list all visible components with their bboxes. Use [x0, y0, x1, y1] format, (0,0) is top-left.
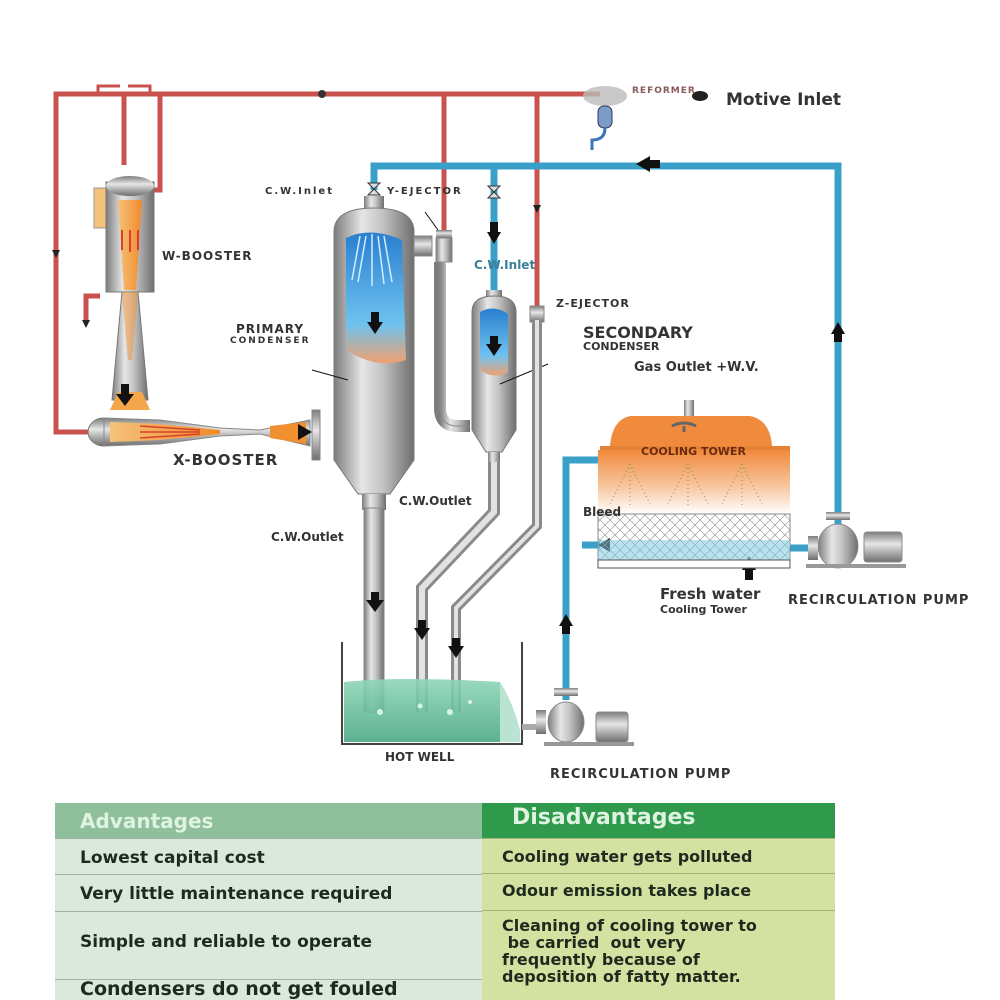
- y-ejector-label: Y-EJECTOR: [387, 186, 463, 197]
- flow-arrow-icon: [116, 394, 134, 406]
- steam-pipes: [53, 84, 600, 435]
- steam-header-pipe: [53, 91, 600, 435]
- reformer-unit: [583, 86, 708, 150]
- cooling-tower-label: COOLING TOWER: [641, 445, 746, 458]
- x-booster-label: X-BOOSTER: [173, 451, 279, 469]
- cooling-tower: [597, 400, 791, 569]
- valve-icon: [486, 185, 502, 199]
- recirculation-pump-bottom-label: RECIRCULATION PUMP: [550, 767, 732, 782]
- flow-arrow-icon: [52, 250, 60, 258]
- flow-arrow-icon: [414, 628, 430, 640]
- secondary-condenser-title: SECONDARY: [583, 323, 693, 342]
- disadvantage-text: frequently because of: [502, 950, 700, 969]
- z-ejector-label: Z-EJECTOR: [556, 297, 630, 310]
- advantage-row: Very little maintenance required: [55, 874, 482, 911]
- flow-arrow-icon: [533, 205, 541, 213]
- fresh-water-sub-label: Cooling Tower: [660, 603, 747, 616]
- w-booster-label: W-BOOSTER: [162, 249, 253, 263]
- cw-outlet-pipes: [416, 320, 542, 712]
- w-booster: [93, 176, 155, 410]
- advantage-text: Very little maintenance required: [80, 884, 393, 904]
- w-booster-drain: [83, 293, 100, 322]
- disadvantage-text: Cleaning of cooling tower to: [502, 916, 757, 935]
- primary-condenser: [333, 196, 433, 713]
- recirculation-pump-right: [806, 512, 906, 569]
- flow-arrow-icon: [82, 320, 90, 328]
- advantage-row: Condensers do not get fouled: [55, 978, 482, 1000]
- advantages-header: Advantages: [55, 803, 482, 838]
- disadvantage-text: Odour emission takes place: [502, 881, 752, 900]
- flow-arrow-icon: [487, 232, 501, 244]
- recirculation-pump-bottom: [522, 688, 634, 746]
- primary-condenser-title: PRIMARY: [236, 322, 305, 336]
- valve-icons: [366, 182, 502, 199]
- primary-condenser-sub: CONDENSER: [230, 336, 311, 346]
- hot-well: [341, 642, 523, 745]
- flow-arrow-icon: [636, 156, 650, 172]
- advantages-header-text: Advantages: [80, 809, 214, 833]
- hot-well-label: HOT WELL: [385, 750, 455, 764]
- disadvantages-header-text: Disadvantages: [512, 805, 696, 830]
- cw-outlet-primary-label: C.W.Outlet: [271, 530, 344, 544]
- disadvantages-column: Disadvantages Cooling water gets pollute…: [482, 803, 835, 1000]
- flow-arrow-icon: [831, 322, 845, 334]
- steam-drop-w-booster-side: [150, 94, 163, 193]
- bleed-label: Bleed: [583, 505, 622, 519]
- flow-arrow-icon: [448, 646, 464, 658]
- advantages-column: Advantages Lowest capital cost Very litt…: [55, 803, 482, 1000]
- flow-arrow-icon: [366, 600, 384, 612]
- motive-inlet-label: Motive Inlet: [726, 90, 841, 110]
- x-booster: [87, 409, 321, 461]
- secondary-condenser-sub: CONDENSER: [583, 340, 660, 353]
- secondary-condenser: [471, 290, 545, 462]
- y-ejector: [434, 230, 470, 432]
- flow-arrow-icon: [298, 424, 312, 440]
- pros-cons-table: Advantages Lowest capital cost Very litt…: [55, 803, 835, 1000]
- disadvantage-row: Cooling water gets polluted: [482, 838, 835, 873]
- cw-inlet-primary-label: C.W.Inlet: [265, 186, 334, 197]
- disadvantage-text: be carried out very: [502, 933, 686, 952]
- advantage-text: Lowest capital cost: [80, 848, 265, 868]
- disadvantage-text: Cooling water gets polluted: [502, 847, 753, 866]
- disadvantage-row: Cleaning of cooling tower to be carried …: [482, 910, 835, 1000]
- fresh-water-label: Fresh water: [660, 585, 761, 603]
- recirculation-pump-right-label: RECIRCULATION PUMP: [788, 593, 970, 608]
- cw-outlet-secondary-label: C.W.Outlet: [399, 494, 472, 508]
- gas-outlet-label: Gas Outlet +W.V.: [634, 360, 759, 375]
- condenser-system-diagram: [52, 84, 906, 746]
- reformer-label: REFORMER: [632, 86, 696, 96]
- cw-main-return: [370, 162, 842, 525]
- valve-icon: [366, 182, 382, 196]
- disadvantage-row: Odour emission takes place: [482, 873, 835, 910]
- advantage-text: Condensers do not get fouled: [80, 978, 398, 1000]
- disadvantage-text: deposition of fatty matter.: [502, 967, 741, 986]
- cw-inlet-secondary-label: C.W.Inlet: [474, 258, 536, 272]
- flow-arrow-icon: [559, 614, 573, 626]
- disadvantages-header: Disadvantages: [482, 803, 835, 838]
- advantage-row: Lowest capital cost: [55, 838, 482, 874]
- advantage-row: Simple and reliable to operate: [55, 911, 482, 979]
- advantage-text: Simple and reliable to operate: [80, 932, 372, 952]
- flow-arrow-icon: [486, 344, 502, 356]
- flow-arrow-icon: [367, 322, 383, 334]
